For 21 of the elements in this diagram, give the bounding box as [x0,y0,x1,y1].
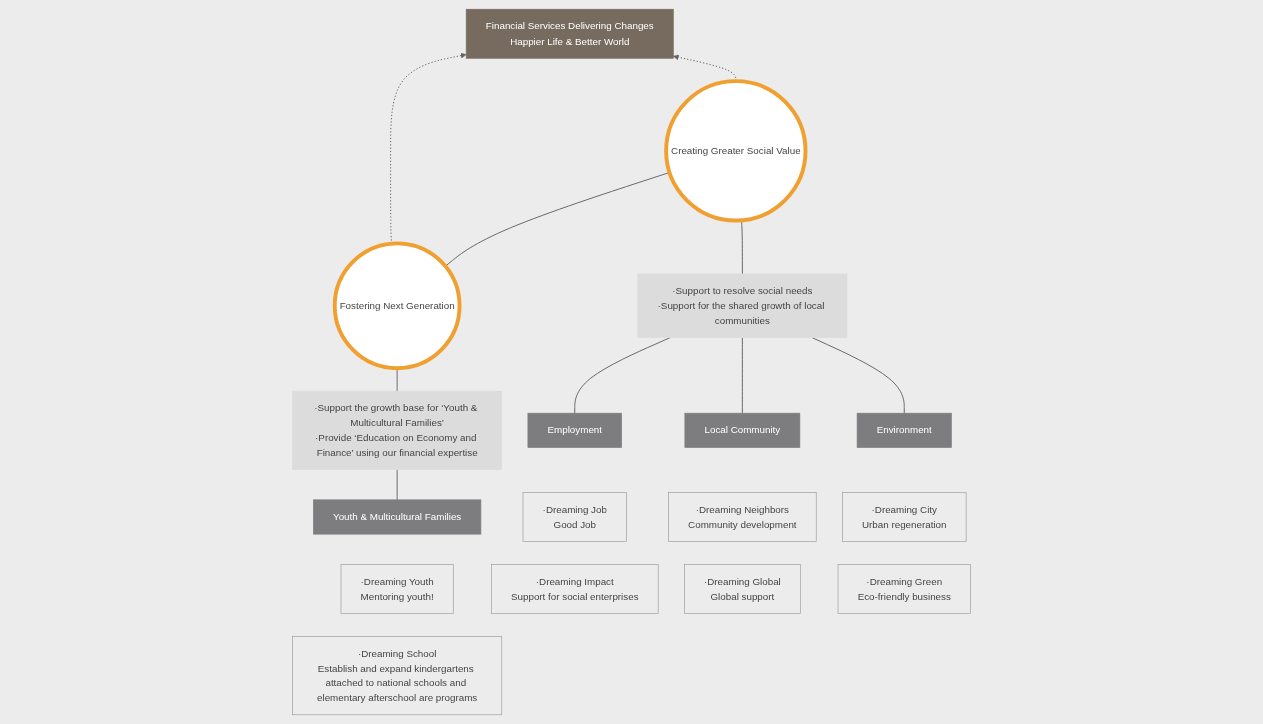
node-box: ·Dreaming Youth Mentoring youth! [340,564,454,614]
node-box: ·Dreaming Global Global support [684,564,801,614]
node-box: Youth & Multicultural Families [313,499,482,535]
node-box: ·Dreaming City Urban regeneration [842,492,967,542]
node-circle: Fostering Next Generation [332,241,462,371]
node-box: Local Community [684,412,801,448]
connector [741,337,743,414]
node-box: Employment [527,412,622,448]
node-circle: Creating Greater Social Value [664,79,808,223]
node-box: ·Support to resolve social needs ·Support for the shared growth of local communities [637,273,848,339]
node-box: ·Dreaming School Establish and expand kindergartens attached to national schools and elementary afterschool are programs [292,636,503,716]
node-box: Financial Services Delivering Changes Happier Life & Better World [465,8,674,59]
connector [574,337,671,414]
node-box: ·Dreaming Green Eco-friendly business [837,564,971,614]
connector [811,337,905,414]
node-box: ·Support the growth base for ‘Youth & Multicultural Families’ ·Provide ‘Education on Economy and Finance’ using our financial expertise [292,390,503,470]
node-box: ·Dreaming Impact Support for social enterprises [491,564,659,614]
node-box: ·Dreaming Neighbors Community development [668,492,817,542]
node-box: Environment [856,412,952,448]
node-box: ·Dreaming Job Good Job [522,492,627,542]
connector [396,469,398,501]
